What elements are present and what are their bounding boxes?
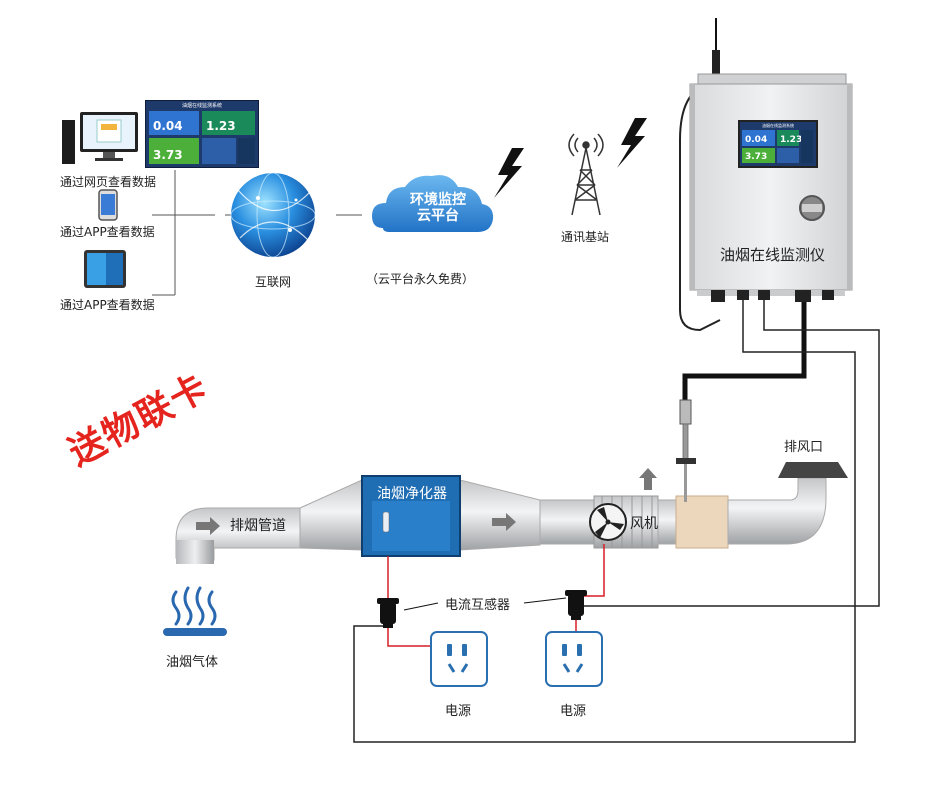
arrow-icon [196,517,220,535]
screen-value-a: 0.04 [153,119,183,133]
monitor-label: 油烟在线监测仪 [720,246,826,264]
current-transformer-label: 电流互感器 [445,598,511,613]
purifier-unit [361,475,461,557]
monitor-value-b: 1.23 [780,135,803,145]
cloud-icon [372,175,494,232]
arrow-icon [492,513,516,531]
smoke-icon [171,586,217,626]
screen-value-b: 1.23 [206,119,236,133]
tablet-icon [84,250,126,288]
pad-access-label: 通过APP查看数据 [60,298,155,312]
fan-icon [589,503,627,541]
desktop-computer-icon [62,112,138,164]
cloud-line-1: 环境监控 [410,192,466,208]
pipe-label: 排烟管道 [230,518,286,534]
screen-title: 油烟在线监测系统 [181,103,222,109]
monitor-screen-title: 油烟在线监测系统 [762,123,794,128]
phone-icon [98,189,118,221]
cloud-platform-label: 环境监控 云平台 [390,192,486,224]
current-clamp-icon [377,598,399,628]
internet-label: 互联网 [255,275,292,289]
web-access-label: 通过网页查看数据 [60,175,157,189]
arrow-icon [639,468,657,490]
monitor-device [679,18,853,332]
power-label-2: 电源 [560,704,587,719]
base-station-label: 通讯基站 [561,230,610,244]
current-clamp-icon [565,590,587,620]
power-label-1: 电源 [445,704,472,719]
fan-label: 风机 [630,516,658,532]
oil-smoke-gas-label: 油烟气体 [166,655,219,670]
power-socket-icon [430,631,488,687]
monitor-screen: 油烟在线监测系统 0.04 1.23 3.73 [738,120,818,168]
exhaust-duct [175,462,848,564]
power-socket-icon [545,631,603,687]
lightning-icon [617,118,647,168]
system-screen: 油烟在线监测系统 0.04 1.23 3.73 [145,100,259,168]
lightning-icon [494,148,524,198]
exhaust-outlet-label: 排风口 [784,440,824,455]
globe-icon [230,172,316,258]
monitor-value-a: 0.04 [745,135,768,145]
purifier-label: 油烟净化器 [377,486,447,502]
screen-value-c: 3.73 [153,148,183,162]
signal-tower-icon [568,133,604,216]
cloud-line-2: 云平台 [417,208,459,224]
cloud-caption: （云平台永久免费） [366,272,475,286]
cable-network [353,300,880,743]
app-access-label: 通过APP查看数据 [60,225,155,239]
probe-icon [676,399,696,502]
monitor-value-c: 3.73 [745,152,768,162]
